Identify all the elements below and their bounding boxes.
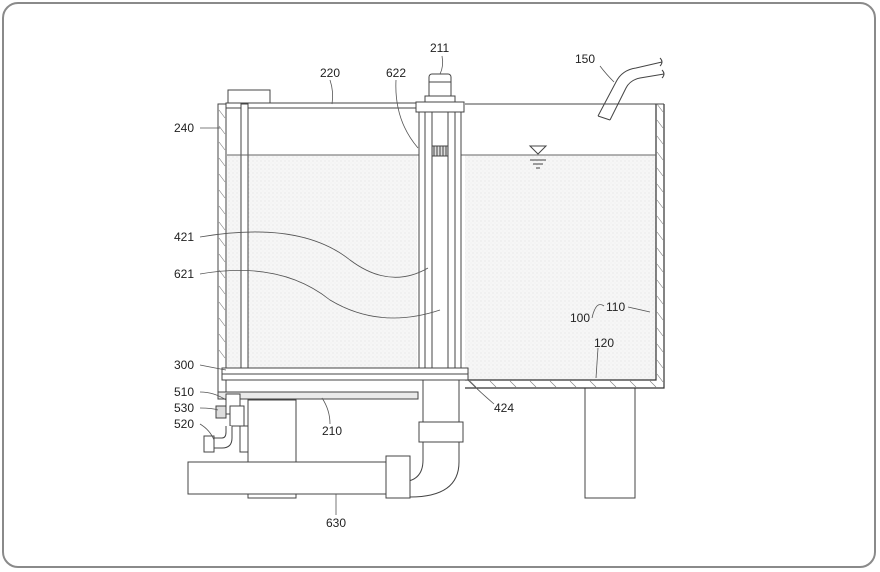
label-630: 630 <box>326 516 346 530</box>
label-210: 210 <box>322 424 342 438</box>
label-300: 300 <box>174 358 194 372</box>
label-621: 621 <box>174 267 194 281</box>
top-cover-220 <box>225 102 417 109</box>
rod-240 <box>240 103 249 369</box>
water-filter <box>227 155 417 370</box>
label-220: 220 <box>320 66 340 80</box>
label-211: 211 <box>430 41 449 55</box>
valve-530 <box>215 405 227 419</box>
label-530: 530 <box>174 401 194 415</box>
label-622: 622 <box>386 66 406 80</box>
outlet-pipe <box>422 379 460 423</box>
main-tank-wall <box>465 104 657 381</box>
label-510: 510 <box>174 385 194 399</box>
bottom-plate-210 <box>217 391 419 400</box>
motor-211 <box>428 73 452 99</box>
right-support-leg <box>584 387 636 499</box>
label-120: 120 <box>594 336 614 350</box>
label-424: 424 <box>494 401 514 415</box>
label-421: 421 <box>174 230 194 244</box>
label-100: 100 <box>570 311 590 325</box>
label-240: 240 <box>174 121 194 135</box>
label-150: 150 <box>575 52 595 66</box>
top-cap <box>227 89 271 104</box>
pipe-630 <box>187 461 387 495</box>
water-level-symbol <box>528 145 548 155</box>
water-main <box>465 155 656 380</box>
inlet-pipe-150 <box>597 61 665 121</box>
label-110: 110 <box>606 300 625 314</box>
label-520: 520 <box>174 417 194 431</box>
